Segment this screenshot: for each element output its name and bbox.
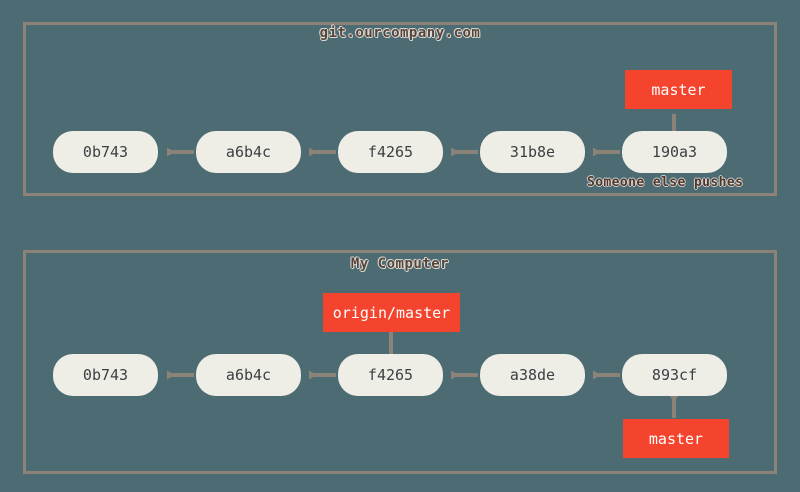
ref-label-master-local[interactable]: master xyxy=(623,419,729,458)
commit-node-0b743-local[interactable]: 0b743 xyxy=(53,354,158,396)
commit-node-f4265-local[interactable]: f4265 xyxy=(338,354,443,396)
commit-node-893cf-local[interactable]: 893cf xyxy=(622,354,727,396)
panel-local-repository xyxy=(23,250,777,474)
ref-label-origin-master[interactable]: origin/master xyxy=(323,293,460,332)
commit-node-190a3-remote[interactable]: 190a3 xyxy=(622,131,727,173)
commit-node-a38de-local[interactable]: a38de xyxy=(480,354,585,396)
commit-node-a6b4c-local[interactable]: a6b4c xyxy=(196,354,301,396)
commit-node-a6b4c-remote[interactable]: a6b4c xyxy=(196,131,301,173)
commit-node-31b8e-remote[interactable]: 31b8e xyxy=(480,131,585,173)
commit-node-f4265-remote[interactable]: f4265 xyxy=(338,131,443,173)
panel-remote-repository xyxy=(23,22,777,196)
ref-label-master-remote[interactable]: master xyxy=(625,70,732,109)
commit-node-0b743-remote[interactable]: 0b743 xyxy=(53,131,158,173)
